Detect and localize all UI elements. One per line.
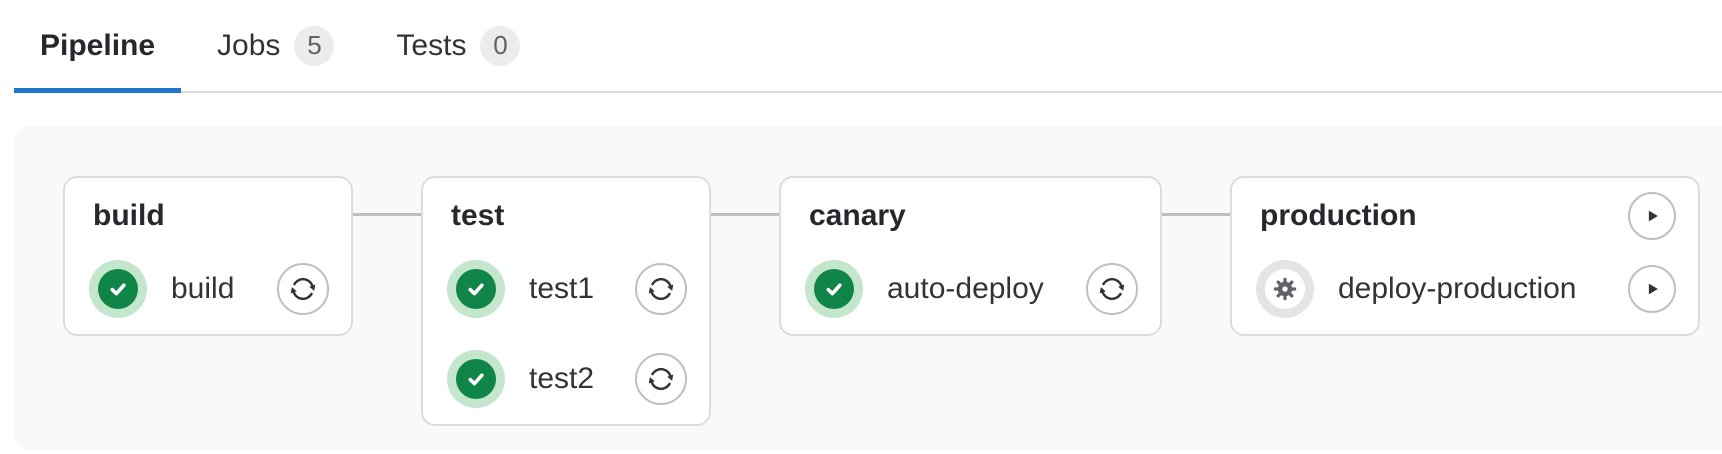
job-auto-deploy-name: auto-deploy [887,272,1044,305]
stage-canary: canary auto-deploy [711,176,1162,336]
pipeline-stages: build build [63,176,1722,426]
retry-job-button[interactable] [635,263,687,315]
retry-job-button[interactable] [635,353,687,405]
stage-canary-title: canary [809,199,906,232]
job-test1-name: test1 [529,272,595,305]
stage-production: production [1162,176,1700,336]
stage-canary-card: canary auto-deploy [779,176,1162,336]
tab-jobs-label: Jobs [217,28,281,62]
retry-job-button[interactable] [1086,263,1138,315]
stage-connector-line [353,213,421,216]
check-icon [826,283,842,296]
job-build[interactable]: build [89,260,329,318]
stage-build: build build [63,176,353,336]
job-build-name: build [171,272,235,305]
stage-production-card: production [1230,176,1700,336]
stage-test-title: test [451,199,505,232]
tests-count-badge: 0 [480,25,521,66]
job-auto-deploy[interactable]: auto-deploy [805,260,1138,318]
check-icon [110,283,126,296]
stage-production-title: production [1260,199,1417,232]
tab-tests-label: Tests [396,28,467,62]
check-icon [468,373,484,386]
retry-icon [648,277,674,301]
pipeline-detail-tabs: Pipeline Jobs 5 Tests 0 [14,0,1722,93]
status-success-icon [805,260,863,318]
play-job-button[interactable] [1628,265,1676,313]
retry-icon [648,367,674,391]
stage-test: test test1 [353,176,711,426]
play-all-manual-jobs-button[interactable] [1628,192,1676,240]
jobs-count-badge: 5 [294,25,335,66]
pipeline-graph-panel: build build [14,126,1722,450]
job-test1[interactable]: test1 [447,260,687,318]
job-deploy-production[interactable]: deploy-production [1256,260,1676,318]
tab-pipeline[interactable]: Pipeline [14,0,182,93]
status-success-icon [89,260,147,318]
play-icon [1648,210,1658,222]
status-success-icon [447,350,505,408]
status-success-icon [447,260,505,318]
retry-icon [1099,277,1125,301]
job-test2-name: test2 [529,362,595,395]
check-icon [468,283,484,296]
stage-test-card: test test1 [421,176,711,426]
tab-tests[interactable]: Tests 0 [370,0,546,92]
tab-jobs[interactable]: Jobs 5 [191,0,360,92]
stage-build-title: build [93,199,165,232]
tab-pipeline-label: Pipeline [40,28,156,62]
retry-icon [290,277,316,301]
job-deploy-production-name: deploy-production [1338,272,1577,305]
active-tab-underline [14,88,182,93]
gear-icon [1273,277,1297,301]
stage-connector-line [1162,213,1230,216]
job-test2[interactable]: test2 [447,350,687,408]
status-manual-icon [1256,260,1314,318]
stage-connector-line [711,213,779,216]
play-icon [1648,283,1658,295]
retry-job-button[interactable] [277,263,329,315]
stage-build-card: build build [63,176,353,336]
